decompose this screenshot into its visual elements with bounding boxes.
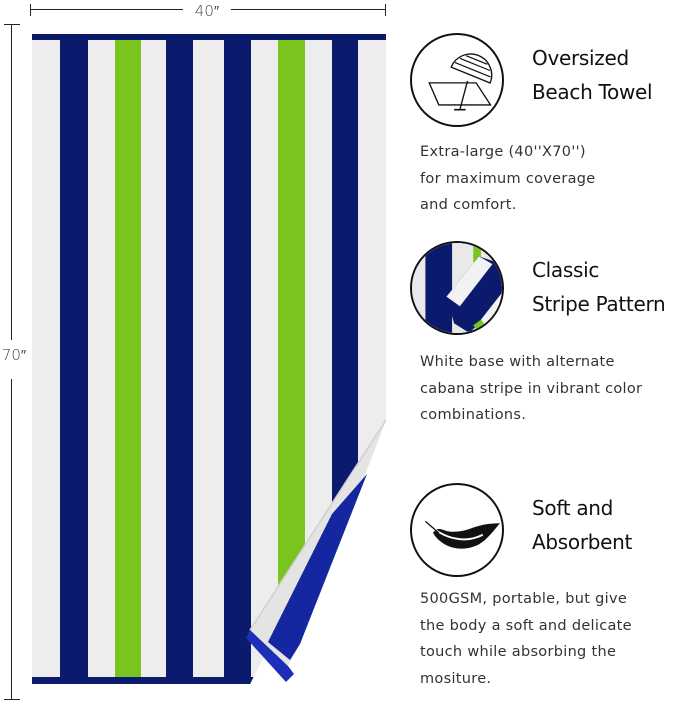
feature-description: White base with alternate cabana stripe … xyxy=(420,349,642,429)
dimension-line xyxy=(30,9,183,10)
feature-description: Extra-large (40''X70'') for maximum cove… xyxy=(420,139,596,219)
feature-title: Soft and Absorbent xyxy=(532,491,632,559)
feature-title-line: Soft and xyxy=(532,496,614,520)
feature-title: Oversized Beach Towel xyxy=(532,41,653,109)
description-line: the body a soft and delicate xyxy=(420,617,632,634)
dimension-line xyxy=(231,9,386,10)
dimension-line xyxy=(11,24,12,340)
feature-title-line: Oversized xyxy=(532,46,629,70)
height-label: 70″ xyxy=(1,346,27,364)
dimension-tick xyxy=(4,699,20,700)
feature-soft-absorbent: Soft and Absorbent 500GSM, portable, but… xyxy=(408,483,679,698)
description-line: and comfort. xyxy=(420,197,517,213)
description-line: 500GSM, portable, but give xyxy=(420,591,628,607)
description-line: for maximum coverage xyxy=(420,170,596,187)
dimension-tick xyxy=(385,4,386,16)
beach-umbrella-icon xyxy=(410,33,504,127)
towel-stripes-graphic xyxy=(32,34,386,684)
dimension-tick xyxy=(30,4,31,16)
height-dimension: 70″ xyxy=(2,24,26,700)
description-line: mositure. xyxy=(420,670,492,687)
feature-title-line: Classic xyxy=(532,258,600,282)
description-line: Extra-large (40''X70'') xyxy=(420,144,586,160)
description-line: combinations. xyxy=(420,407,527,423)
description-line: touch while absorbing the xyxy=(420,644,617,660)
feature-title: Classic Stripe Pattern xyxy=(532,253,666,321)
folded-stripe-towel-icon xyxy=(410,241,504,335)
feature-title-line: Beach Towel xyxy=(532,80,653,104)
feature-oversized: Oversized Beach Towel Extra-large (40''X… xyxy=(408,33,679,213)
feature-title-line: Stripe Pattern xyxy=(532,292,666,316)
feature-description: 500GSM, portable, but give the body a so… xyxy=(420,586,632,692)
striped-beach-towel-image xyxy=(32,34,386,684)
dimension-line xyxy=(11,379,12,700)
description-line: cabana stripe in vibrant color xyxy=(420,380,643,397)
dimension-tick xyxy=(4,24,20,25)
feature-title-line: Absorbent xyxy=(532,530,633,554)
width-dimension: 40″ xyxy=(30,2,386,20)
feather-icon xyxy=(410,483,504,577)
feature-stripe-pattern: Classic Stripe Pattern White base with a… xyxy=(408,241,679,431)
description-line: White base with alternate xyxy=(420,354,615,370)
width-label: 40″ xyxy=(194,2,220,20)
